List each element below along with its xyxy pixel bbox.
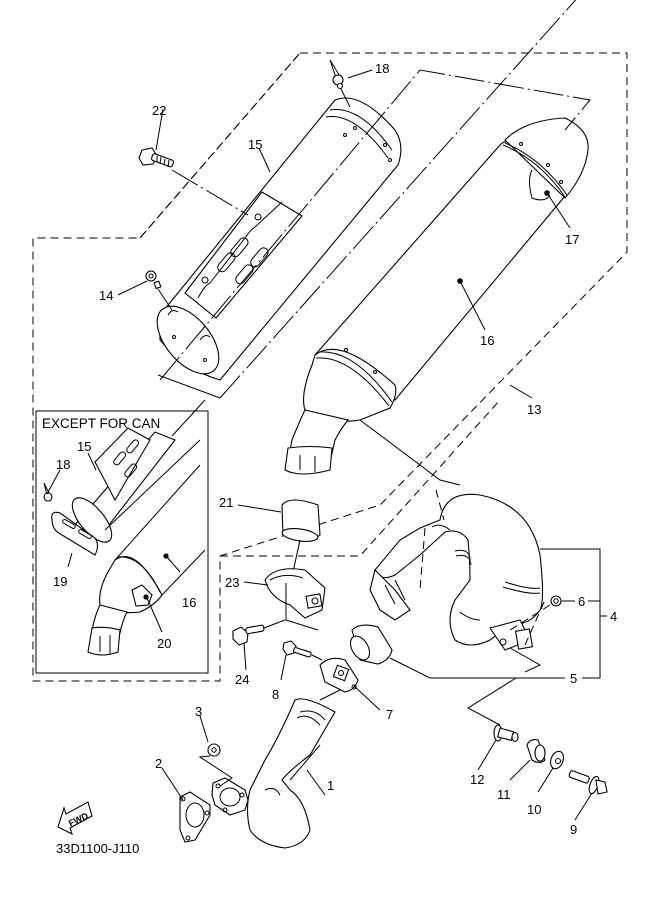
callout-1: 1 xyxy=(327,778,334,793)
callout-18: 18 xyxy=(375,61,389,76)
joint-5 xyxy=(349,624,393,665)
callout-7: 7 xyxy=(386,707,393,722)
damper-11 xyxy=(526,739,546,764)
clamp-7 xyxy=(319,657,359,693)
washer-10 xyxy=(550,750,564,770)
callout-14: 14 xyxy=(99,288,113,303)
callout-8: 8 xyxy=(272,687,279,702)
figure-code: 33D1100-J110 xyxy=(56,841,139,856)
bolt-9 xyxy=(568,770,608,795)
mount-bracket-line xyxy=(467,677,517,726)
bolt-8 xyxy=(282,640,323,661)
screw-14 xyxy=(145,270,173,311)
callout-2: 2 xyxy=(155,756,162,771)
callout-bracket-4 xyxy=(540,548,601,679)
collar-12 xyxy=(493,724,519,743)
callout-23: 23 xyxy=(225,575,239,590)
muffler-group-boundary xyxy=(32,52,628,682)
callout-13: 13 xyxy=(527,402,541,417)
pipe-outline-upper xyxy=(359,419,461,486)
inset-box xyxy=(35,410,209,674)
callout-9: 9 xyxy=(570,822,577,837)
muffler-body xyxy=(284,117,589,475)
callout-24: 24 xyxy=(235,672,249,687)
header-to-clamp-line xyxy=(289,689,341,781)
callout-11: 11 xyxy=(497,787,511,802)
alignment-line xyxy=(159,69,591,381)
inset-callout-16: 16 xyxy=(182,595,196,610)
clamp-23 xyxy=(264,568,326,631)
bolt22-line xyxy=(171,169,249,216)
exhaust-pipe xyxy=(369,489,546,651)
callout-10: 10 xyxy=(527,802,541,817)
inset-callout-18: 18 xyxy=(56,457,70,472)
leader-lines xyxy=(46,69,593,821)
can-bracket xyxy=(157,374,221,399)
callout-6: 6 xyxy=(578,594,585,609)
header-pipe xyxy=(211,698,336,849)
callout-12: 12 xyxy=(470,772,484,787)
pipe-group-boundary xyxy=(220,399,501,557)
callout-15: 15 xyxy=(248,137,262,152)
callout-16: 16 xyxy=(480,333,494,348)
gasket-2 xyxy=(179,791,211,843)
muffler-group-boundary-upper xyxy=(139,52,301,239)
nut-3 xyxy=(198,743,233,787)
inset-callout-19: 19 xyxy=(53,574,67,589)
bolt-24 xyxy=(232,619,286,646)
nut-6 xyxy=(509,595,562,631)
callout-5: 5 xyxy=(570,671,577,686)
alignment-line xyxy=(219,0,577,399)
callout-21: 21 xyxy=(219,495,233,510)
callout-4: 4 xyxy=(610,609,617,624)
callout-3: 3 xyxy=(195,704,202,719)
inset-illustration xyxy=(43,399,206,656)
callout-bracket-5 xyxy=(389,647,565,679)
inset-title: EXCEPT FOR CAN xyxy=(42,416,160,431)
callout-labels: 22 15 18 14 17 16 13 21 23 24 8 7 3 2 1 … xyxy=(53,61,617,837)
gasket-21 xyxy=(281,499,321,573)
bolt-22 xyxy=(138,147,175,168)
callout-22: 22 xyxy=(152,103,166,118)
rivet-18 xyxy=(329,59,351,108)
fwd-arrow-icon: FWD xyxy=(57,801,93,836)
protector-can xyxy=(156,97,402,381)
callout-17: 17 xyxy=(565,232,579,247)
inset-callout-20: 20 xyxy=(157,636,171,651)
inset-callout-15: 15 xyxy=(77,439,91,454)
